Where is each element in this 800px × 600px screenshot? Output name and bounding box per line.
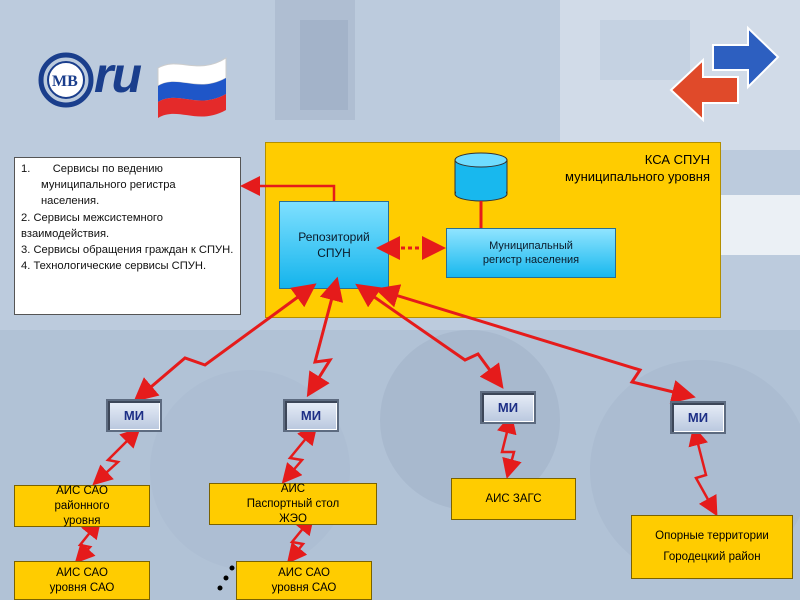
service-item-4: 4. Технологические сервисы СПУН.: [21, 260, 207, 273]
mvet-logo: МВ: [38, 52, 227, 118]
ais-sao-district-box: АИС САО районного уровня: [14, 485, 150, 527]
link-mi4-support: [688, 425, 718, 517]
link-repo-mi-4: [374, 284, 696, 404]
registry-box: Муниципальный регистр населения: [446, 228, 616, 278]
more-dots-icon: [217, 565, 235, 591]
link-passport-level: [286, 514, 315, 564]
database-icon: [454, 152, 508, 202]
link-mi3-zags: [497, 413, 522, 479]
link-repo-mi-2: [306, 276, 344, 398]
link-mi2-passport: [281, 424, 318, 484]
logo-text: ru: [94, 47, 142, 103]
service-item-2: 2. Сервисы межсистемного взаимодействия.: [21, 211, 163, 240]
mi-node-3: МИ: [480, 391, 536, 424]
link-mi1-ais-sao: [92, 427, 141, 486]
ais-sao-level-box-1: АИС САО уровня САО: [14, 561, 150, 600]
mi-node-2: МИ: [283, 399, 339, 432]
service-item-1: 1. Сервисы по ведению муниципального рег…: [21, 163, 176, 208]
exchange-arrows-icon: [669, 25, 780, 123]
link-sao-district-level: [74, 518, 102, 564]
ais-zags-box: АИС ЗАГС: [451, 478, 576, 520]
mi-node-1: МИ: [106, 399, 162, 432]
repo-to-services-link: [240, 176, 336, 201]
ais-sao-level-box-2: АИС САО уровня САО: [236, 561, 372, 600]
ais-passport-box: АИС Паспортный стол ЖЭО: [209, 483, 377, 525]
kca-spun-title: КСА СПУН муниципального уровня: [564, 152, 710, 184]
service-item-3: 3. Сервисы обращения граждан к СПУН.: [21, 244, 234, 257]
svg-text:МВ: МВ: [52, 73, 78, 90]
mi-node-4: МИ: [670, 401, 726, 434]
link-repo-mi-1: [133, 283, 317, 402]
support-territories-box: Опорные территории Городецкий район: [631, 515, 793, 579]
repository-box: Репозиторий СПУН: [279, 201, 389, 289]
